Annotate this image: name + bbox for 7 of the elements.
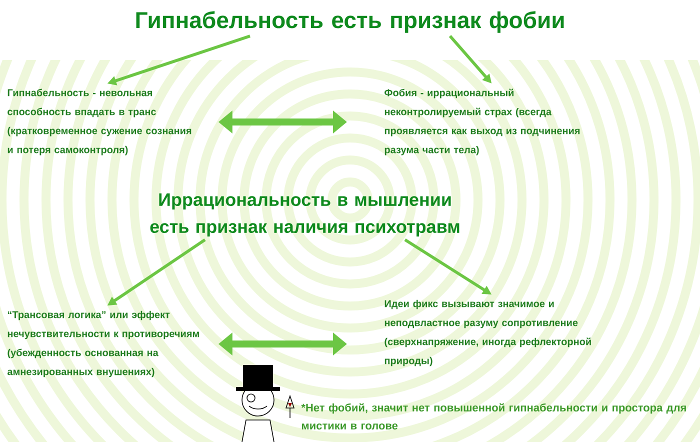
- footnote-text: *Нет фобий, значит нет повышенной гипнабельности и простора для мистики в голове: [301, 403, 686, 430]
- description-text: “Трансовая логика” или эффект нечувствительности к противоречиям (убежденность основанная на амнезированных внушениях): [8, 310, 199, 378]
- description-text: Гипнабельность - невольная способность впадать в транс (кратковременное сужение сознания и потеря самоконтроля): [8, 88, 192, 156]
- description-text: Идеи фикс вызывают значимое и неподвластное разуму сопротивление (сверхнапряжение, иногда рефлекторной природы): [384, 300, 591, 366]
- description-text: Фобия - иррациональный неконтролируемый страх (всегда проявляется как выход из подчинения разума части тела): [384, 88, 580, 156]
- title-text: Гипнабельность есть признак фобии: [136, 11, 564, 33]
- heading-text: Иррациональность в мышлении есть признак наличия психотравм: [150, 193, 460, 237]
